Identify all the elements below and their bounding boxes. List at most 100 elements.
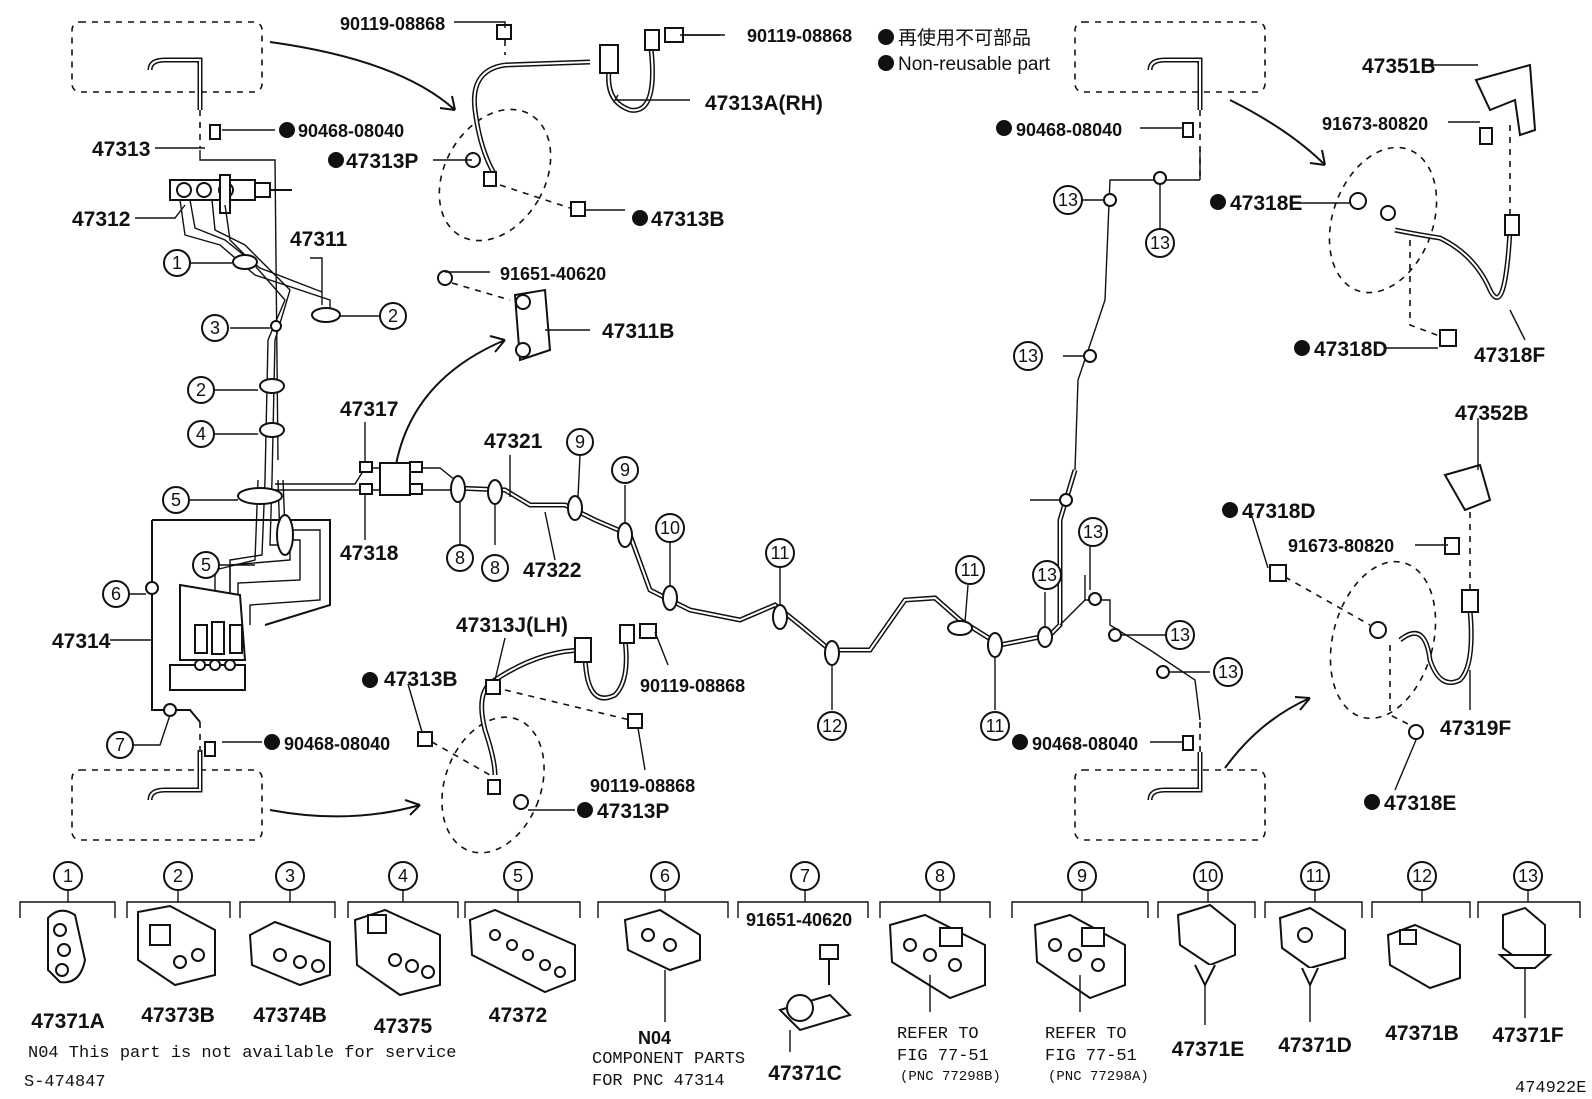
- legend-en: Non-reusable part: [898, 54, 1051, 75]
- label-90119-top: 90119-08868: [340, 14, 445, 34]
- clamp-47371C: [778, 944, 852, 1052]
- callout-4: 4: [187, 420, 215, 448]
- bottom-part-label: 47374B: [253, 1004, 327, 1027]
- bottom-callout-11: [1300, 861, 1330, 891]
- clamp-ref-77298B: [888, 913, 986, 1012]
- bottom-part-label: 47375: [374, 1015, 433, 1038]
- callout-2: 2: [187, 376, 215, 404]
- callout-9: 9: [611, 456, 639, 484]
- label-47313B-top: 47313B: [651, 208, 725, 231]
- svg-text:11: 11: [986, 716, 1005, 736]
- callout-8: 8: [481, 554, 509, 582]
- label-n04-bottom: N04: [638, 1028, 671, 1048]
- note-for-pnc-47314: FOR PNC 47314: [592, 1072, 725, 1091]
- bottom-callout-10: [1193, 861, 1223, 891]
- label-47311B: 47311B: [602, 320, 674, 343]
- label-90468-upper-left: 90468-08040: [298, 121, 404, 141]
- bottom-callout-number: 9: [1077, 866, 1087, 886]
- clamp-N04: [623, 908, 701, 1022]
- bottom-callout-number: 1: [63, 866, 73, 886]
- bottom-callout-12: [1407, 861, 1437, 891]
- label-47351B: 47351B: [1362, 55, 1436, 78]
- bottom-part-label: 47371D: [1278, 1034, 1352, 1057]
- bottom-part-1: 1 47371A: [19, 861, 116, 1033]
- label-47318E-bottom: 47318E: [1384, 792, 1456, 815]
- hose-detail-ellipse-fr: [1328, 146, 1438, 294]
- label-47313P-top: 47313P: [346, 150, 418, 173]
- svg-text:9: 9: [575, 432, 585, 452]
- label-47314: 47314: [52, 630, 111, 653]
- clip-47371E: [1176, 903, 1236, 1025]
- bottom-part-3: 3 47374B: [239, 861, 336, 1027]
- callout-9: 9: [566, 428, 594, 456]
- bottom-part-label: 47371A: [31, 1010, 105, 1033]
- note-refer-to-8: REFER TO: [897, 1025, 979, 1044]
- label-47312: 47312: [72, 208, 130, 231]
- bottom-callout-1: [53, 861, 83, 891]
- label-90468-lower-left: 90468-08040: [284, 734, 390, 754]
- svg-text:13: 13: [1058, 190, 1078, 210]
- callout-1: 1: [163, 249, 191, 277]
- bottom-callout-number: 6: [660, 866, 670, 886]
- footnote-n04: N04 This part is not available for servi…: [28, 1044, 456, 1063]
- bottom-callout-number: 10: [1198, 866, 1218, 886]
- svg-text:11: 11: [961, 560, 980, 580]
- bottom-callout-number: 4: [398, 866, 408, 886]
- label-91673-top: 91673-80820: [1322, 114, 1428, 134]
- bottom-callout-4: [388, 861, 418, 891]
- bottom-part-4: 4 47375: [347, 861, 459, 1038]
- callout-13: 13: [1032, 560, 1062, 590]
- wheel-box-rear-right: [1074, 769, 1266, 841]
- bottom-part-label: 47371B: [1385, 1022, 1459, 1045]
- svg-text:1: 1: [172, 253, 182, 273]
- ref-right: 474922E: [1515, 1079, 1586, 1098]
- svg-text:10: 10: [660, 518, 680, 538]
- label-47352B: 47352B: [1455, 402, 1529, 425]
- callout-13: 13: [1213, 657, 1243, 687]
- bottom-part-6: 6: [597, 861, 729, 918]
- wheel-box-front-right: [1074, 21, 1266, 93]
- callout-3: 3: [201, 314, 229, 342]
- clip-47371B: [1386, 923, 1461, 990]
- label-90468-lower-right: 90468-08040: [1032, 734, 1138, 754]
- label-91651: 91651-40620: [500, 264, 606, 284]
- note-pnc-8: (PNC 77298B): [900, 1069, 1001, 1085]
- label-90468-upper-right: 90468-08040: [1016, 120, 1122, 140]
- label-90119-mid: 90119-08868: [640, 676, 745, 696]
- svg-text:13: 13: [1150, 233, 1170, 253]
- label-47322: 47322: [523, 559, 581, 582]
- label-47313A: 47313A(RH): [705, 92, 823, 115]
- clip-47371F: [1497, 906, 1553, 1018]
- label-47318D-top: 47318D: [1314, 338, 1388, 361]
- bottom-callout-3: [275, 861, 305, 891]
- svg-text:9: 9: [620, 460, 630, 480]
- svg-text:13: 13: [1018, 346, 1038, 366]
- svg-text:5: 5: [171, 490, 181, 510]
- wheel-box-rear-left: [71, 769, 263, 841]
- bottom-callout-2: [163, 861, 193, 891]
- bottom-callout-number: 3: [285, 866, 295, 886]
- svg-text:13: 13: [1218, 662, 1238, 682]
- bottom-callout-5: [503, 861, 533, 891]
- callout-13: 13: [1145, 228, 1175, 258]
- callout-7: 7: [106, 731, 134, 759]
- callout-10: 10: [655, 513, 685, 543]
- hose-detail-ellipse-rr: [1329, 560, 1437, 720]
- note-fig-9: FIG 77-51: [1045, 1047, 1137, 1066]
- clamp-47372: [468, 908, 576, 994]
- bottom-part-label: 47373B: [141, 1004, 215, 1027]
- note-component-parts: COMPONENT PARTS: [592, 1050, 745, 1069]
- label-90119-bottom: 90119-08868: [590, 776, 695, 796]
- svg-text:6: 6: [111, 584, 121, 604]
- legend-jp: 再使用不可部品: [898, 27, 1031, 49]
- callout-13: 13: [1013, 341, 1043, 371]
- clamp-47374B: [248, 920, 331, 987]
- hose-detail-ellipse-rh: [438, 108, 552, 242]
- bottom-callout-8: [925, 861, 955, 891]
- label-47318E-top: 47318E: [1230, 192, 1302, 215]
